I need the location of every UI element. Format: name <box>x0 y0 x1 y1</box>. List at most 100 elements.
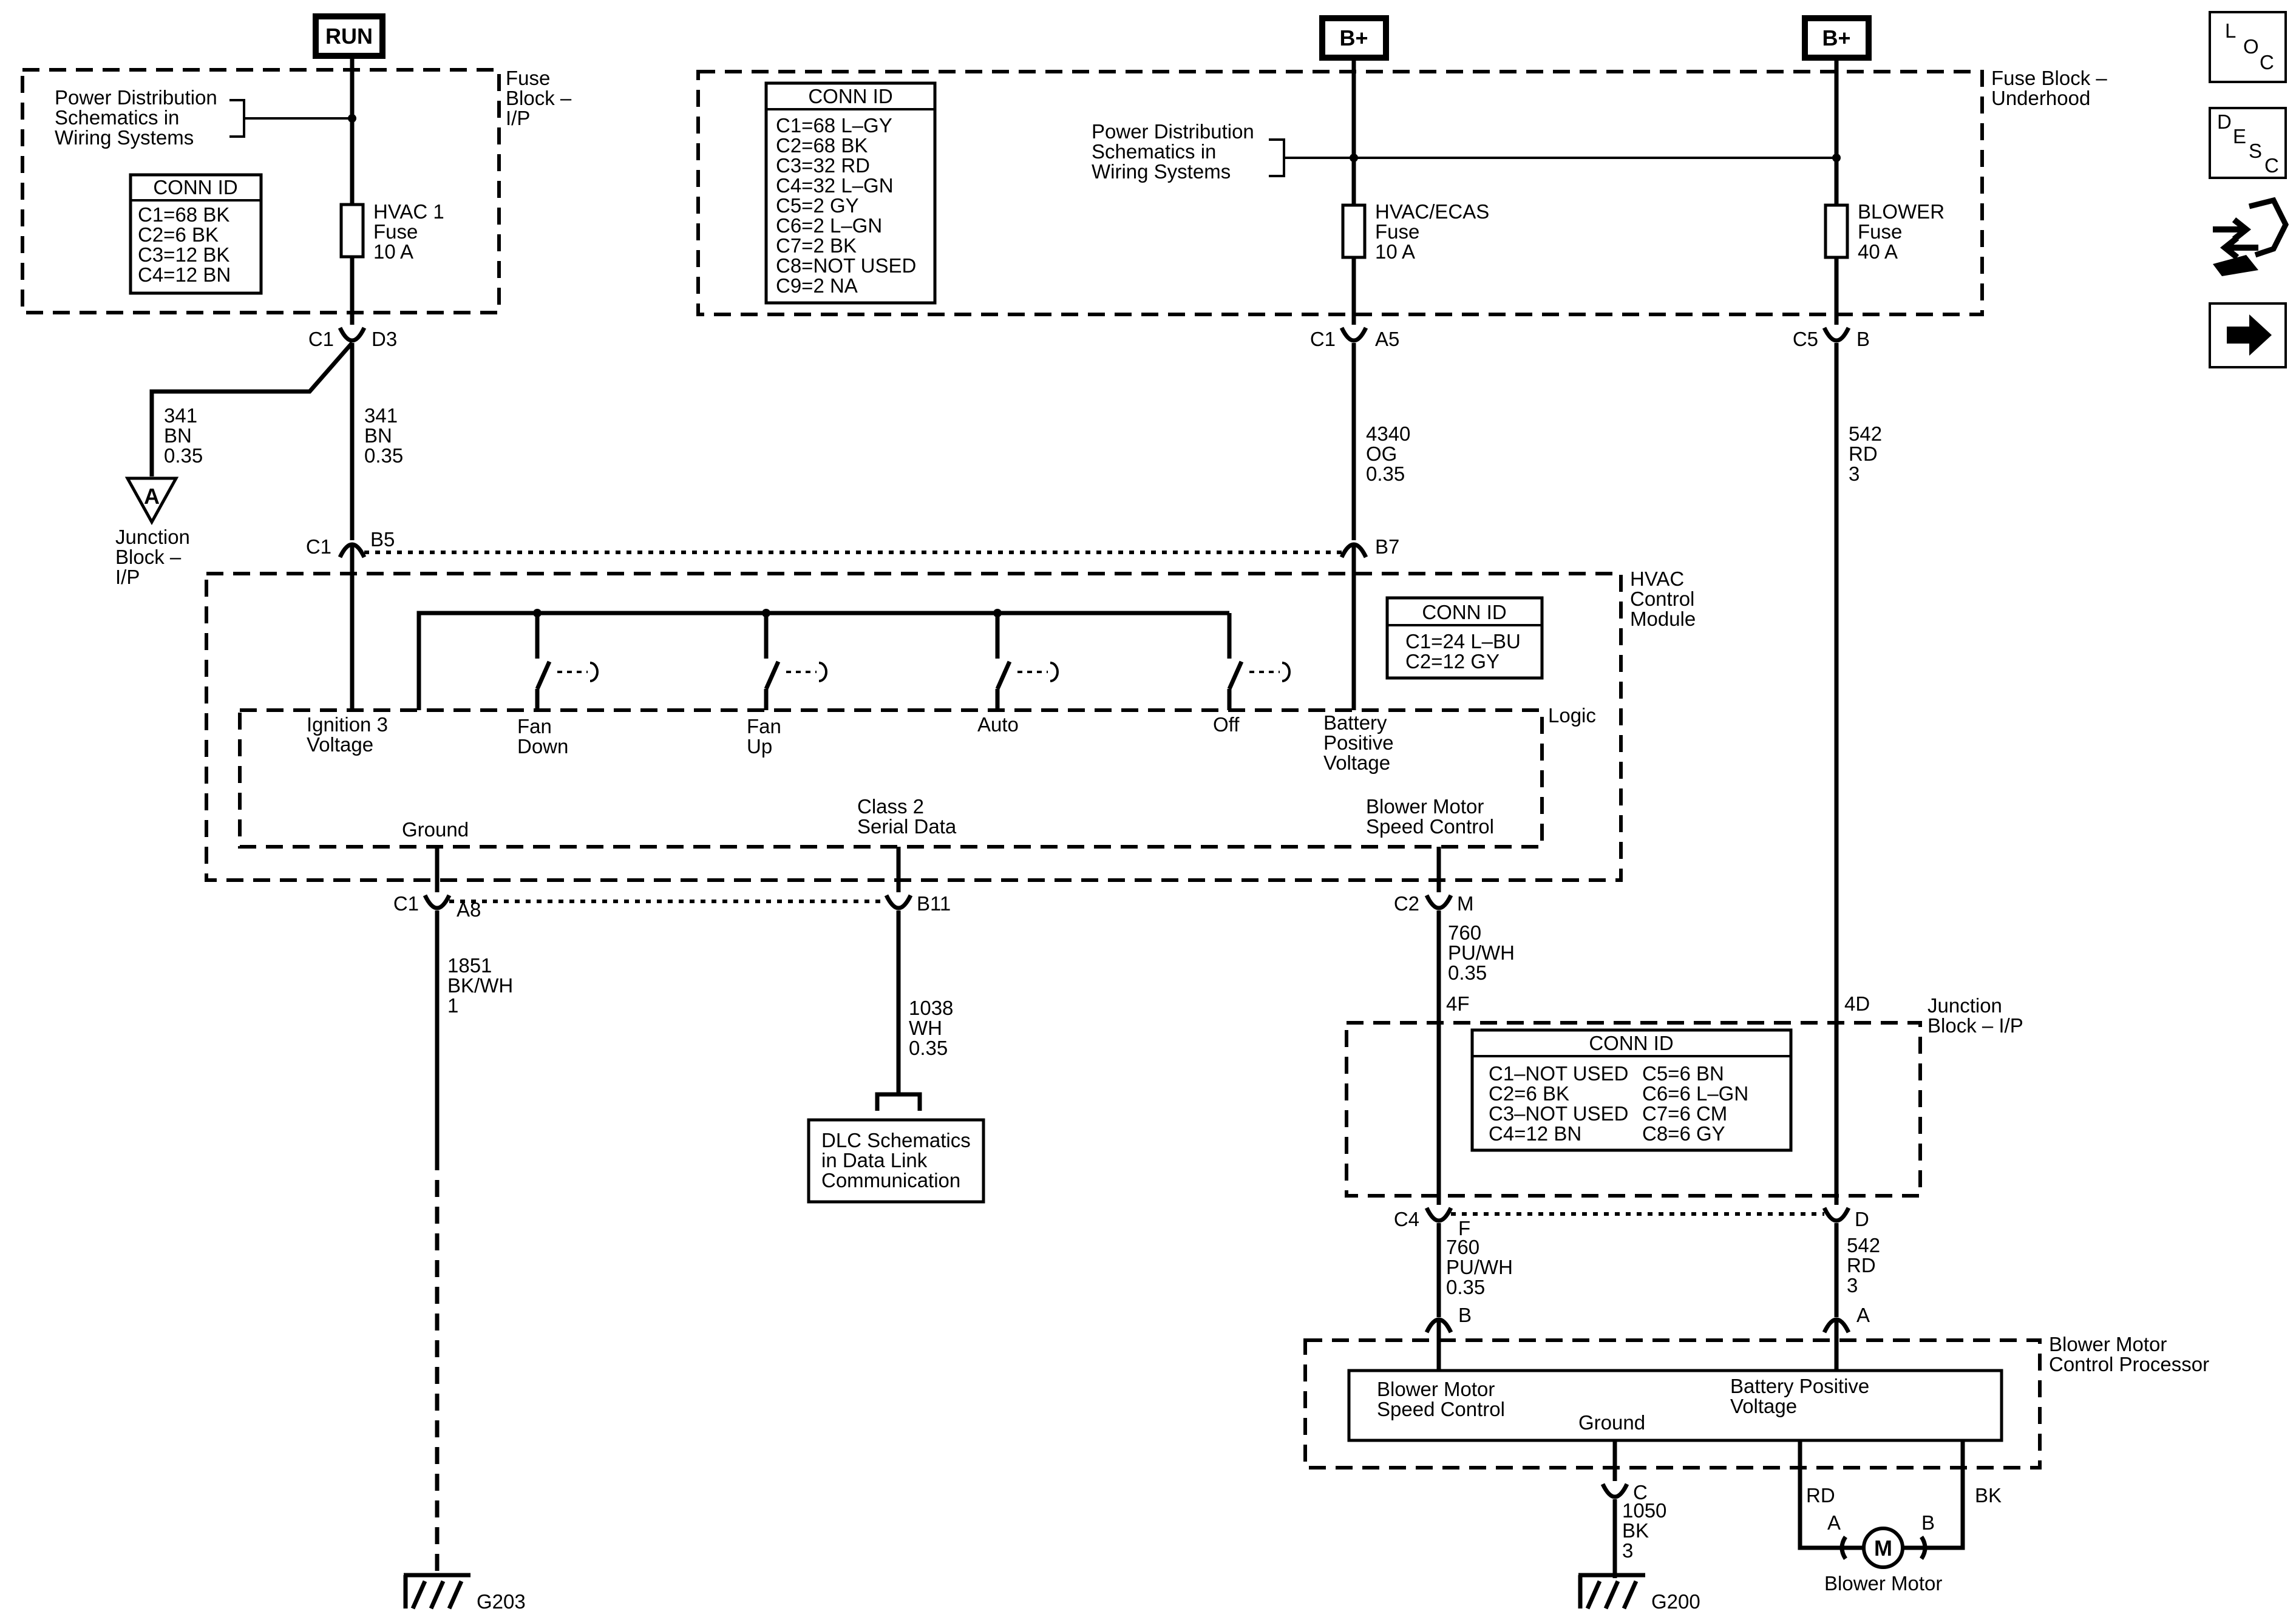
arrow-right-icon <box>2227 314 2272 356</box>
fuse-underhood-power-dist-1: Power Distribution <box>1092 120 1254 143</box>
connector-a-pin: A <box>1856 1304 1870 1326</box>
wire-4340-num: 4340 <box>1366 422 1410 445</box>
connector-c5-b-label: C5 <box>1793 328 1818 350</box>
ignition-label-1: Ignition 3 <box>307 713 388 736</box>
conn-id-row: C5=2 GY <box>776 194 859 217</box>
class2-label-2: Serial Data <box>857 815 957 838</box>
dlc-label-3: Communication <box>821 1169 960 1192</box>
wire-341-left-gauge: 0.35 <box>164 444 203 467</box>
wire-1050-color: BK <box>1622 1519 1649 1542</box>
conn-id-row: C1=68 L–GY <box>776 114 892 137</box>
conn-id-row: C2=68 BK <box>776 134 868 157</box>
connector-b <box>1424 1317 1453 1334</box>
hvac-module-title-2: Control <box>1630 588 1694 610</box>
bplus-label-left: B+ <box>1339 25 1368 50</box>
connector-a <box>1822 1317 1851 1334</box>
connector-c5-b <box>1822 327 1851 343</box>
hvac1-fuse-label-2: Fuse <box>373 220 418 243</box>
conn-id-row: C3=32 RD <box>776 154 870 177</box>
conn-id-row: C7=2 BK <box>776 234 857 257</box>
blower-proc-battery-2: Voltage <box>1730 1395 1797 1417</box>
connector-c2-m-label: C2 <box>1394 892 1419 915</box>
connector-c1-b5-label: C1 <box>306 535 331 558</box>
hvac-ground-label: Ground <box>402 818 469 841</box>
ground-g200-label: G200 <box>1651 1590 1700 1613</box>
fuse-ip-power-dist-3: Wiring Systems <box>55 126 194 149</box>
dlc-label-2: in Data Link <box>821 1149 928 1171</box>
dlc-schematics-reference[interactable]: DLC Schematics in Data Link Communicatio… <box>807 1118 985 1204</box>
class2-label-1: Class 2 <box>857 795 924 818</box>
wire-542-gauge: 3 <box>1849 463 1860 485</box>
motor-pin-a: A <box>1827 1511 1841 1534</box>
switch-fan-down <box>535 613 599 710</box>
pin-4d: 4D <box>1844 992 1870 1015</box>
fuse-ip-conn-id-table: CONN ID C1=68 BK C2=6 BK C3=12 BK C4=12 … <box>129 173 263 295</box>
fan-up-label-2: Up <box>747 735 772 758</box>
hvac-ecas-fuse-symbol <box>1341 203 1367 259</box>
battery-label-3: Voltage <box>1323 751 1390 774</box>
next-arrow-button[interactable] <box>2209 302 2287 368</box>
wire-542-num: 542 <box>1849 422 1882 445</box>
blower-processor-logic-box <box>1347 1369 2003 1442</box>
connector-c1-b5 <box>338 542 367 558</box>
ignition-label-2: Voltage <box>307 733 373 756</box>
blower-proc-battery-1: Battery Positive <box>1730 1375 1869 1397</box>
loc-nav-button[interactable]: L O C <box>2209 11 2287 83</box>
wire-1050-num: 1050 <box>1622 1499 1666 1522</box>
fan-down-label-1: Fan <box>517 715 552 737</box>
wire-760-lower-num: 760 <box>1446 1236 1479 1258</box>
run-label: RUN <box>325 24 373 49</box>
fuse-block-ip-boundary <box>21 68 501 314</box>
connector-wrench-icon[interactable] <box>2213 197 2289 276</box>
ground-g203-label: G203 <box>477 1590 526 1613</box>
desc-letter: D <box>2217 110 2232 133</box>
fuse-block-underhood-boundary <box>696 70 1984 316</box>
wire-4340-gauge: 0.35 <box>1366 463 1405 485</box>
junction-conn-id-table: CONN ID C1–NOT USED C2=6 BK C3–NOT USED … <box>1470 1028 1793 1152</box>
connector-c1-a5-label: C1 <box>1310 328 1336 350</box>
hvac-control-module-boundary <box>205 572 1623 882</box>
conn-id-row: C3–NOT USED <box>1489 1102 1628 1125</box>
off-label: Off <box>1213 713 1240 736</box>
conn-id-row: C1=68 BK <box>138 203 229 226</box>
connector-c1-d3-label: C1 <box>308 328 334 350</box>
battery-label-1: Battery <box>1323 711 1387 734</box>
conn-id-row: C1–NOT USED <box>1489 1062 1628 1085</box>
logic-label: Logic <box>1548 704 1596 727</box>
wire-1038-num: 1038 <box>909 997 953 1019</box>
wire-542-lower-gauge: 3 <box>1847 1274 1858 1297</box>
loc-letter: L <box>2225 19 2236 42</box>
wire-760-lower-gauge: 0.35 <box>1446 1276 1485 1298</box>
wire-1038-color: WH <box>909 1017 942 1039</box>
wire-1038-gauge: 0.35 <box>909 1037 948 1059</box>
wire-4340-color: OG <box>1366 442 1397 465</box>
desc-letter: E <box>2233 125 2246 147</box>
desc-letter: C <box>2264 154 2279 177</box>
wire-341-gauge: 0.35 <box>364 444 403 467</box>
connector-c4-f-pin: F <box>1458 1217 1470 1239</box>
conn-id-row: C2=6 BK <box>138 223 219 246</box>
wire-1851-num: 1851 <box>447 954 492 977</box>
fuse-underhood-power-dist-2: Schematics in <box>1092 140 1216 163</box>
conn-id-row: C4=12 BN <box>138 263 231 286</box>
blower-speed-label-2: Speed Control <box>1366 815 1494 838</box>
switch-bus <box>416 611 1229 710</box>
desc-nav-button[interactable]: D E S C <box>2209 107 2287 179</box>
fuse-block-ip-title-3: I/P <box>506 107 530 129</box>
hvac-ecas-fuse-label-2: Fuse <box>1375 220 1419 243</box>
blower-proc-ground: Ground <box>1578 1411 1645 1434</box>
hvac-ecas-fuse-label-3: 10 A <box>1375 240 1415 263</box>
connector-b7 <box>1339 542 1368 558</box>
connector-c1-a8-label: C1 <box>393 892 419 915</box>
junction-ref-label-2: Block – <box>115 546 182 568</box>
fuse-ip-power-dist-2: Schematics in <box>55 106 179 129</box>
bplus-source-left: B+ <box>1319 15 1389 61</box>
connector-c4-f-label: C4 <box>1394 1208 1419 1230</box>
desc-letter: S <box>2249 140 2262 162</box>
conn-id-row: C6=6 L–GN <box>1642 1082 1748 1105</box>
fuse-underhood-title-2: Underhood <box>1991 87 2090 109</box>
conn-id-header: CONN ID <box>1589 1032 1673 1054</box>
connector-c5-b-pin: B <box>1856 328 1870 350</box>
connector-c1-d3-pin: D3 <box>372 328 397 350</box>
conn-id-row: C4=12 BN <box>1489 1122 1581 1145</box>
